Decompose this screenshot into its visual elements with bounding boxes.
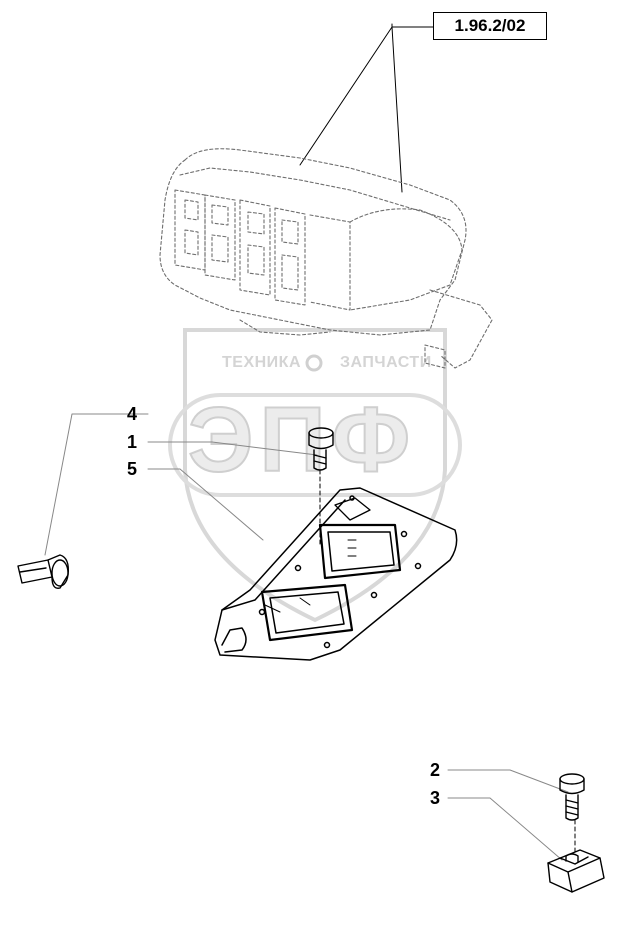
- bolt-part-2: [559, 773, 585, 821]
- callout-leaders: [44, 413, 576, 861]
- gear-icon: [305, 354, 323, 372]
- bolt-part-1: [308, 427, 334, 471]
- clip-nut-part-3: [547, 849, 605, 893]
- dashed-switch-assembly: [159, 148, 493, 369]
- callout-4: 4: [126, 404, 137, 424]
- reference-box: 1.96.2/02: [433, 12, 547, 40]
- reference-leaders: [299, 23, 434, 193]
- watermark-big-text: ЭПФ: [187, 388, 417, 492]
- callout-2: 2: [429, 760, 440, 780]
- watermark-right-text: ЗАПЧАСТИ: [340, 354, 432, 371]
- bolt-part-4: [17, 554, 70, 589]
- callout-1: 1: [126, 432, 137, 452]
- callout-5: 5: [126, 459, 137, 479]
- watermark-left-text: ТЕХНИКА: [222, 354, 301, 371]
- callout-3: 3: [429, 788, 440, 808]
- mounting-plate-part-5: [214, 487, 458, 661]
